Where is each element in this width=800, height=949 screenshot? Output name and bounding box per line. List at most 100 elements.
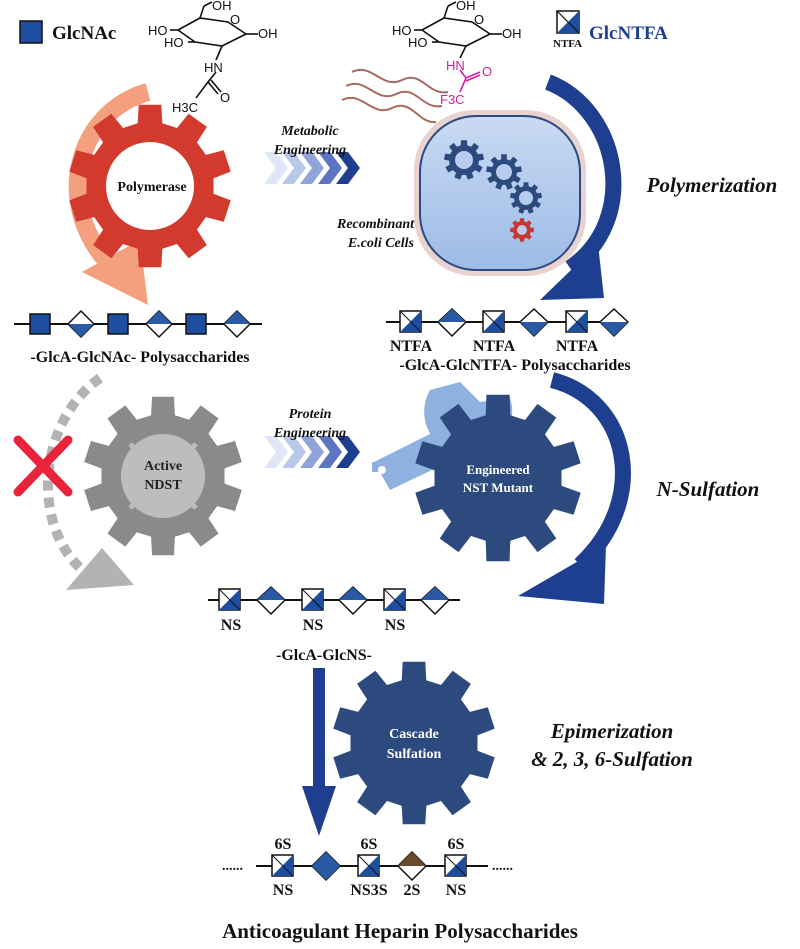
- step-epimerization-1: Epimerization: [550, 719, 674, 743]
- glca-residue: [337, 585, 369, 616]
- legend-glcnac: GlcNAc: [19, 20, 116, 44]
- chevron-icon: [282, 436, 306, 468]
- glcns6s-residue: [271, 854, 294, 877]
- metabolic-label-2: Engineering: [273, 143, 346, 158]
- cell-label-1: Recombinant: [336, 217, 415, 232]
- glcnac-oh-right: OH: [258, 26, 278, 41]
- glcns-caption: -GlcA-GlcNS-: [276, 647, 372, 664]
- glcntfa-ho-a: HO: [392, 23, 412, 38]
- gear-hub: [519, 191, 533, 205]
- glcns-residue: [218, 588, 241, 611]
- glcnac-square-icon: [19, 20, 43, 44]
- glcntfa-residue: [399, 310, 422, 333]
- heparin-bottom-1: NS: [273, 882, 294, 899]
- glcntfa-hn: HN: [446, 58, 465, 73]
- ndst-cross-icon: [128, 442, 198, 510]
- glcns-residue: [383, 588, 406, 611]
- glca-residue: [598, 307, 630, 338]
- legend-glcntfa: NTFA GlcNTFA: [553, 10, 668, 50]
- glca-residue: [144, 309, 174, 339]
- glca-residue: [436, 307, 468, 338]
- chevron-icon: [318, 152, 342, 184]
- ntfa-label-2: NTFA: [473, 338, 516, 355]
- glcntfa-o-ring: O: [474, 12, 484, 27]
- gear-hub: [372, 701, 456, 785]
- glcnac-residue: [29, 313, 51, 335]
- glcnac-oh-top: OH: [212, 0, 232, 13]
- chevron-icon: [300, 152, 324, 184]
- gear-hub: [517, 225, 527, 235]
- ns-label-1: NS: [221, 617, 242, 634]
- glcnac-hn: HN: [204, 60, 223, 75]
- polymerase-gear-icon: [69, 104, 231, 268]
- heparin-bottom-2: NS3S: [350, 882, 387, 899]
- glcntfa-residue: [482, 310, 505, 333]
- glca-residue: [222, 309, 252, 339]
- legend-glcntfa-label: GlcNTFA: [589, 23, 668, 44]
- polymerase-label: Polymerase: [117, 180, 186, 195]
- glcnac-o-ring: O: [230, 12, 240, 27]
- chevron-icon: [318, 436, 342, 468]
- nst-label-2: NST Mutant: [463, 480, 534, 495]
- glcnac-residue: [107, 313, 129, 335]
- ntfa-label-3: NTFA: [556, 338, 599, 355]
- glcns-residue: [301, 588, 324, 611]
- protein-label-2: Engineering: [273, 426, 346, 441]
- glcns6s-residue: [444, 854, 467, 877]
- glcntfa-chain: [386, 307, 630, 338]
- glcnac-ho-b: HO: [164, 35, 184, 50]
- polymerization-curved-arrow: [540, 74, 622, 300]
- metabolic-label-1: Metabolic: [280, 124, 339, 139]
- glcnac-ho-a: HO: [148, 23, 168, 38]
- glcnac-h3c: H3C: [172, 100, 198, 115]
- cascade-label-1: Cascade: [389, 727, 439, 742]
- glcnac-caption: -GlcA-GlcNAc- Polysaccharides: [30, 349, 249, 366]
- step-epimerization-2: & 2, 3, 6-Sulfation: [531, 747, 693, 771]
- gear-hub: [106, 142, 194, 230]
- glcnac-structure: [170, 1, 258, 99]
- heparin-chain: [256, 850, 488, 882]
- blocked-x-icon: [13, 435, 73, 497]
- ndst-label-1: Active: [144, 459, 182, 474]
- heparin-dots-right: ......: [492, 859, 513, 874]
- page-title: Anticoagulant Heparin Polysaccharides: [222, 919, 578, 943]
- glca-residue: [419, 585, 451, 616]
- gear-hub: [456, 436, 540, 520]
- glcntfa-ho-b: HO: [408, 35, 428, 50]
- glcntfa-oh-top: OH: [456, 0, 476, 13]
- gear-hub: [455, 151, 473, 169]
- legend-glcnac-label: GlcNAc: [52, 23, 116, 44]
- gear-hub: [496, 164, 512, 180]
- glcnac-residue: [185, 313, 207, 335]
- n-sulfation-curved-arrow: [518, 372, 631, 604]
- metabolic-engineering-arrow-icon: [264, 152, 360, 184]
- glcntfa-f3c: F3C: [440, 92, 465, 107]
- ntfa-label-1: NTFA: [390, 338, 433, 355]
- glca-residue: [310, 850, 342, 882]
- heparin-top-3: 6S: [448, 836, 465, 853]
- glcntfa-caption: -GlcA-GlcNTFA- Polysaccharides: [399, 357, 630, 374]
- heparin-top-1: 6S: [275, 836, 292, 853]
- step-polymerization: Polymerization: [646, 173, 778, 197]
- ns-label-2: NS: [303, 617, 324, 634]
- idoa2s-residue: [396, 850, 428, 882]
- protein-engineering-arrow-icon: [264, 436, 360, 468]
- chevron-icon: [264, 152, 288, 184]
- heparin-bottom-4: NS: [446, 882, 467, 899]
- glcntfa-oh-right: OH: [502, 26, 522, 41]
- cascade-gear-icon: [333, 661, 495, 825]
- glcnac-o-carbonyl: O: [220, 90, 230, 105]
- heparin-bottom-3: 2S: [404, 882, 421, 899]
- glcns-chain: [208, 585, 460, 616]
- step-n-sulfation: N-Sulfation: [656, 477, 760, 501]
- ndst-label-2: NDST: [144, 478, 182, 493]
- protein-label-1: Protein: [289, 407, 332, 422]
- glcnac-chain: [14, 309, 262, 339]
- ecoli-cell: [341, 68, 586, 276]
- chevron-icon: [300, 436, 324, 468]
- chevron-icon: [336, 152, 360, 184]
- glca-residue: [255, 585, 287, 616]
- glcntfa-structure: [414, 1, 502, 59]
- nst-label-1: Engineered: [466, 462, 530, 477]
- chevron-icon: [282, 152, 306, 184]
